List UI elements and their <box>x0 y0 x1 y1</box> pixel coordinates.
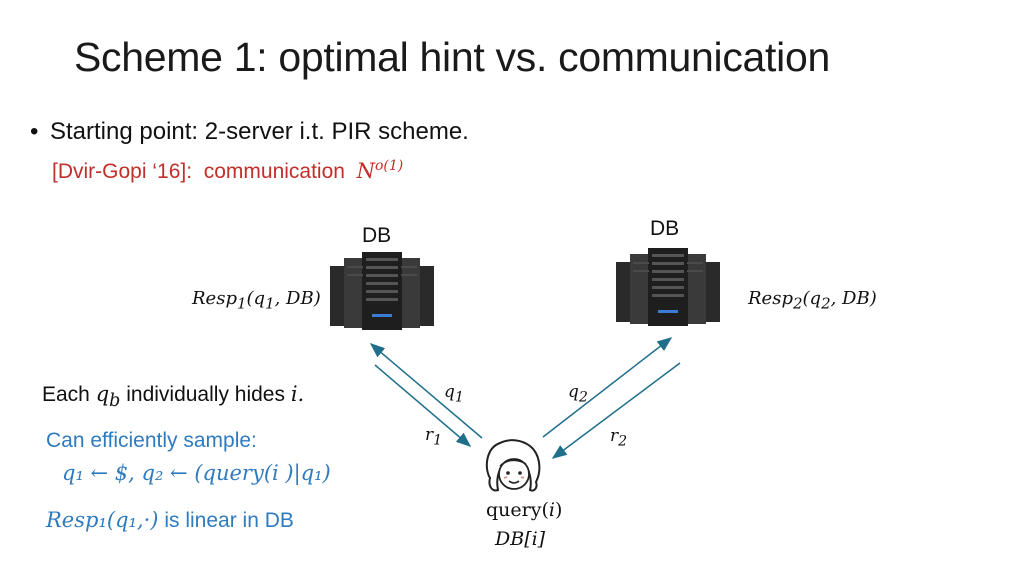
client-query-label: query(i) <box>486 499 563 521</box>
server-2-label: DB <box>650 217 680 240</box>
label-q2: q2 <box>568 382 588 406</box>
citation: [Dvir-Gopi ‘16]: <box>52 160 193 183</box>
label-r1: r1 <box>425 425 443 449</box>
label-q1: q1 <box>444 382 464 406</box>
client-avatar-icon <box>480 438 546 499</box>
client-db-label: DB[i] <box>495 528 546 550</box>
bullet-dot-icon: • <box>30 118 39 145</box>
arrow-r2 <box>551 362 681 459</box>
arrow-r1 <box>374 364 472 447</box>
reference-line: [Dvir-Gopi ‘16]: communication No(1) <box>52 158 403 184</box>
bullet-starting-point: • Starting point: 2-server i.t. PIR schem… <box>30 118 469 146</box>
note-each-qb: Each qb individually hides i. <box>42 382 305 412</box>
server-1-icon <box>328 252 436 330</box>
page-title: Scheme 1: optimal hint vs. communication <box>74 34 830 80</box>
note-sample-heading: Can efficiently sample: <box>46 429 257 452</box>
note-sample-formula: q₁ ← $, q₂ ← (query(i )|q₁) <box>62 461 331 485</box>
server-2-response: Resp2(q2, DB) <box>748 288 877 313</box>
label-r2: r2 <box>610 426 628 450</box>
note-linear: Resp₁(q₁,·) is linear in DB <box>46 508 294 532</box>
bullet-text: Starting point: 2-server i.t. PIR scheme… <box>50 118 469 145</box>
communication-label: communication <box>203 160 345 183</box>
server-1-label: DB <box>362 224 392 247</box>
arrow-q1 <box>369 343 483 439</box>
server-1-response: Resp1(q1, DB) <box>192 288 321 313</box>
communication-math: No(1) <box>356 158 404 183</box>
arrow-q2 <box>542 337 673 438</box>
server-2-icon <box>614 248 722 326</box>
